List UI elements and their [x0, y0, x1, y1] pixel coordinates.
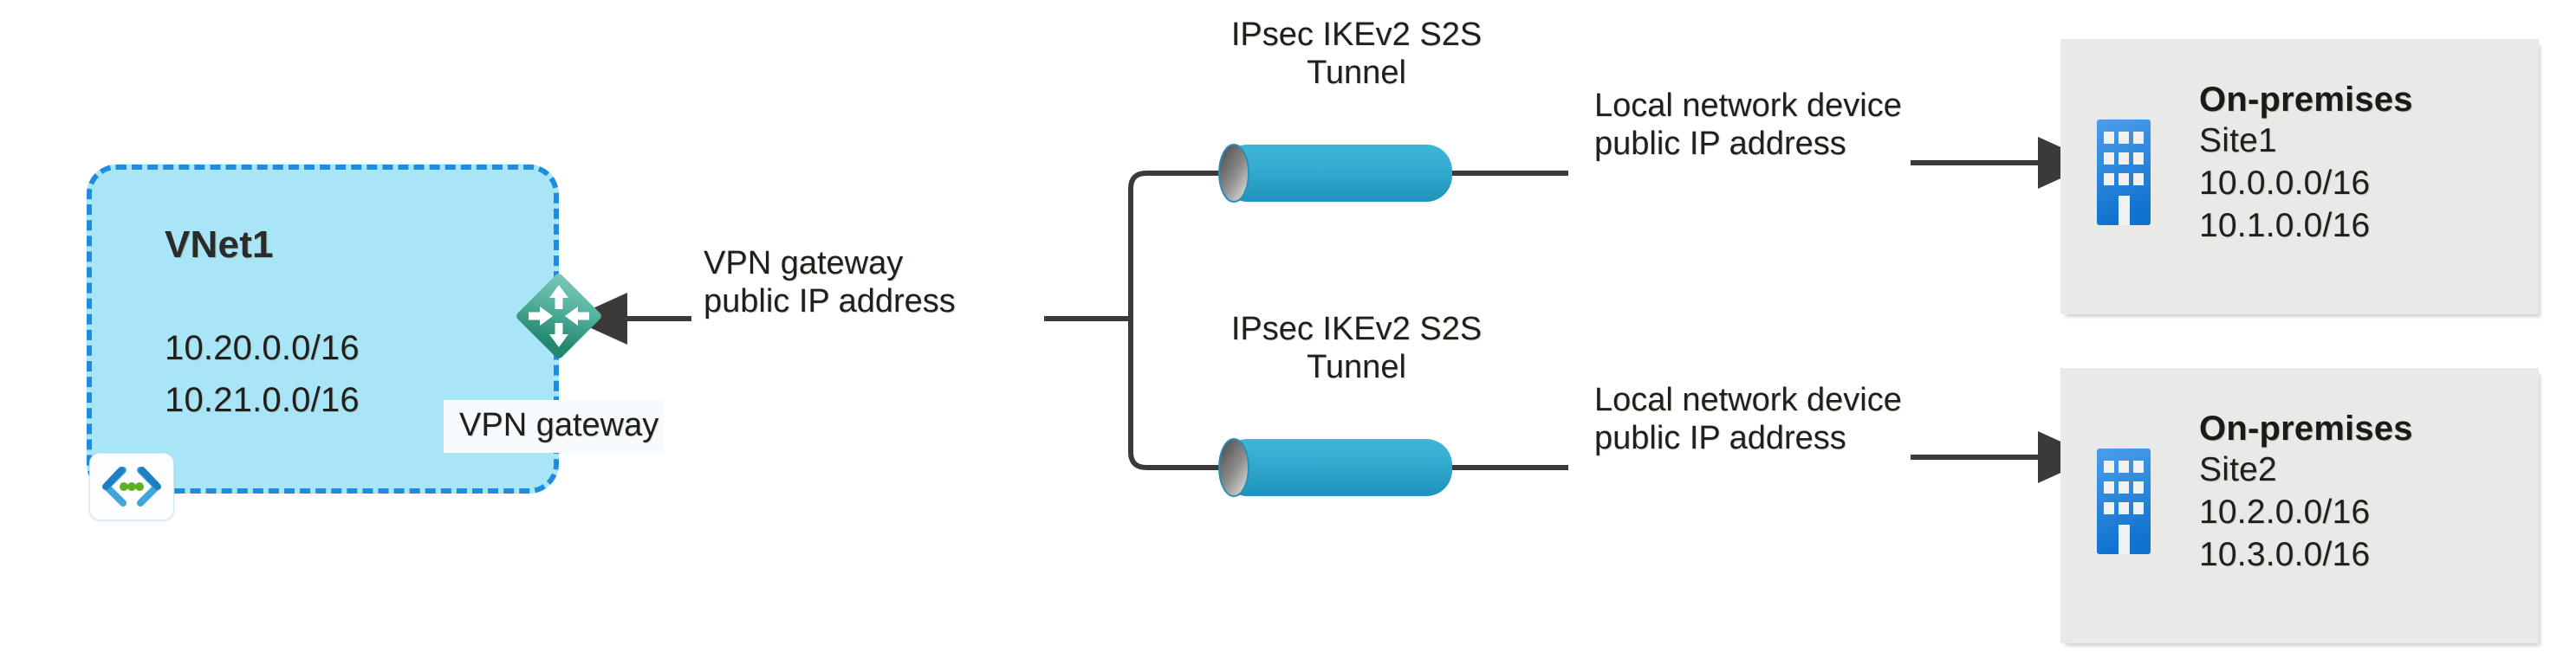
- local-network-device-1-line1: Local network device: [1594, 87, 1902, 124]
- onpremises-site2-address-1: 10.2.0.0/16: [2199, 494, 2371, 532]
- onpremises-card-site2: On-premises Site2 10.2.0.0/16 10.3.0.0/1…: [2060, 368, 2539, 643]
- onpremises-site1-title: On-premises: [2199, 81, 2413, 119]
- gateway-public-ip-line2: public IP address: [704, 283, 956, 320]
- onpremises-site2-address-2: 10.3.0.0/16: [2199, 536, 2371, 574]
- vpn-gateway-label: VPN gateway: [444, 400, 665, 453]
- vnet-brackets-glyph: [102, 467, 161, 507]
- local-network-device-annotation-1: Local network device public IP address: [1594, 87, 1902, 164]
- tunnel-2-label-line2: Tunnel: [1307, 349, 1406, 386]
- vnet-address-space-1: 10.20.0.0/16: [165, 329, 360, 367]
- onpremises-site2-text: On-premises Site2 10.2.0.0/16 10.3.0.0/1…: [2199, 410, 2413, 576]
- onpremises-site1-address-1: 10.0.0.0/16: [2199, 165, 2371, 203]
- tunnel-2-label: IPsec IKEv2 S2S Tunnel: [1207, 310, 1506, 387]
- local-network-device-annotation-2: Local network device public IP address: [1594, 381, 1902, 458]
- office-building-icon: [2097, 119, 2151, 225]
- ipsec-tunnel-icon-2: [1218, 438, 1452, 497]
- local-network-device-2-line2: public IP address: [1594, 420, 1846, 457]
- local-network-device-2-line1: Local network device: [1594, 382, 1902, 418]
- gateway-public-ip-annotation: VPN gateway public IP address: [704, 244, 956, 321]
- tunnel-1-label-line2: Tunnel: [1307, 55, 1406, 92]
- vnet-address-space-2: 10.21.0.0/16: [165, 381, 360, 419]
- ipsec-tunnel-icon-1: [1218, 144, 1452, 203]
- tunnel-2-label-line1: IPsec IKEv2 S2S: [1230, 311, 1483, 347]
- onpremises-site2-name: Site2: [2199, 451, 2277, 488]
- onpremises-site1-name: Site1: [2199, 122, 2277, 159]
- onpremises-site1-address-2: 10.1.0.0/16: [2199, 207, 2371, 245]
- office-building-icon: [2097, 449, 2151, 554]
- vpn-gateway-icon: [507, 264, 611, 368]
- gateway-public-ip-line1: VPN gateway: [704, 245, 904, 281]
- tunnel-1-label: IPsec IKEv2 S2S Tunnel: [1207, 16, 1506, 93]
- azure-virtual-network-icon: [89, 453, 174, 520]
- gateway-to-tunnels-bracket: [1044, 171, 1223, 470]
- onpremises-card-site1: On-premises Site1 10.0.0.0/16 10.1.0.0/1…: [2060, 39, 2539, 314]
- onpremises-site1-text: On-premises Site1 10.0.0.0/16 10.1.0.0/1…: [2199, 81, 2413, 247]
- tunnel-1-label-line1: IPsec IKEv2 S2S: [1230, 16, 1483, 53]
- vnet-title: VNet1: [165, 223, 274, 266]
- onpremises-site2-title: On-premises: [2199, 410, 2413, 448]
- local-network-device-1-line2: public IP address: [1594, 126, 1846, 163]
